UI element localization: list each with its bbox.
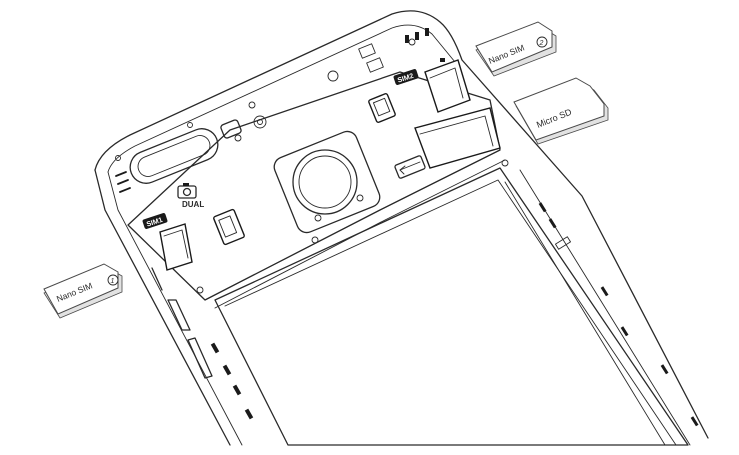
right-edge-details: [538, 202, 699, 427]
small-components: [115, 38, 509, 294]
camera-module: [129, 128, 219, 184]
fingerprint-sensor: [273, 130, 381, 234]
micro-sd-card: Micro SD: [513, 77, 609, 145]
sim2-slot-badge: SIM2: [393, 69, 419, 85]
antenna-slots: [405, 28, 445, 62]
phone-frame: [94, 10, 709, 446]
sim1-slot-badge: SIM1: [142, 213, 168, 229]
tray-connector: [368, 93, 396, 123]
micro-sd-slot: [414, 107, 501, 169]
sim2-slot-label: SIM2: [397, 73, 415, 85]
battery-connector-icon: [394, 155, 426, 179]
nano-sim-1-number: 1: [111, 278, 115, 285]
nano-sim-1-card: Nano SIM 1: [43, 263, 123, 319]
battery-cavity: [214, 167, 689, 446]
sim1-slot-label: SIM1: [146, 217, 164, 229]
speaker-grille-icon: [115, 171, 131, 193]
nano-sim-2-number: 2: [539, 40, 544, 47]
sim1-slot: [159, 223, 193, 271]
nano-sim-2-card: Nano SIM 2: [475, 21, 557, 77]
dual-camera-icon: [177, 183, 197, 199]
left-edge-buttons: [151, 267, 254, 420]
side-bracket: [213, 208, 245, 246]
dual-label: DUAL: [182, 200, 204, 209]
sim2-slot: [424, 59, 471, 113]
